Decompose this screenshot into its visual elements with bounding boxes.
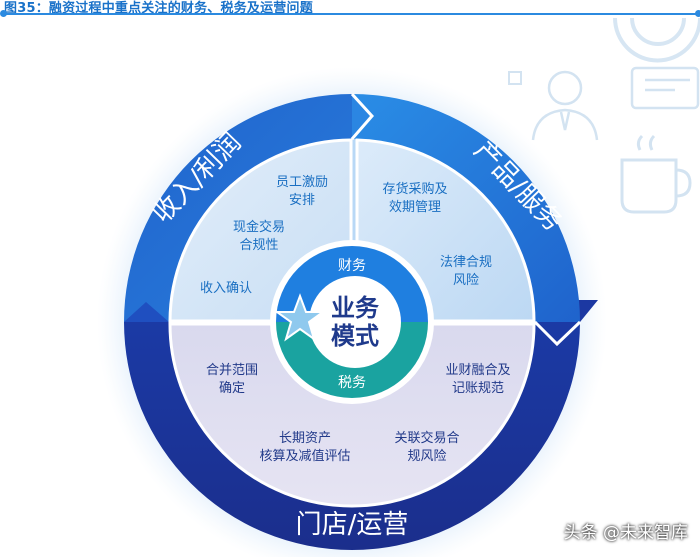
id-card-icon — [630, 66, 700, 110]
ring-segment-store — [124, 322, 580, 550]
income-item-recognition: 收入确认 — [200, 281, 252, 296]
product-item-inventory-l1: 存货采购及 — [382, 181, 447, 197]
income-item-cash-l2: 合规性 — [239, 238, 278, 253]
ops-item-consolidation-l2: 确定 — [219, 381, 245, 396]
quadrant-ops — [168, 322, 536, 508]
income-item-incentive-l2: 安排 — [289, 193, 315, 208]
center-label-line1: 业务 — [331, 294, 380, 322]
ops-item-bookkeeping-l1: 业财融合及 — [445, 363, 510, 378]
ring-arrow-product — [352, 94, 374, 139]
tax-label: 税务 — [338, 375, 366, 391]
ops-item-assets-l2: 核算及减值评估 — [259, 448, 350, 464]
outer-ring — [124, 92, 598, 550]
title-underline — [0, 10, 700, 17]
star-icon — [273, 293, 327, 342]
figure-title: 图35：融资过程中重点关注的财务、税务及运营问题 — [4, 1, 313, 16]
ring-segment-income — [124, 94, 352, 322]
watermark: 头条 @未来智库 — [563, 523, 688, 543]
ring-label-store: 门店/运营 — [296, 510, 409, 540]
ops-item-related-l2: 规风险 — [407, 449, 446, 464]
plate-icon — [613, 17, 700, 63]
center-hub — [270, 240, 434, 404]
income-item-cash-l1: 现金交易 — [233, 219, 285, 235]
ring-arrow-income — [124, 302, 169, 322]
ops-item-related-l1: 关联交易合 — [394, 430, 459, 446]
finance-label: 财务 — [338, 258, 366, 274]
ring-segment-product — [352, 94, 580, 322]
income-item-incentive-l1: 员工激励 — [276, 175, 328, 190]
person-icon — [531, 70, 599, 141]
center-label-line2: 模式 — [331, 322, 379, 350]
product-item-legal-l2: 风险 — [453, 273, 479, 288]
ops-item-assets-l1: 长期资产 — [279, 431, 331, 446]
coffee-cup-icon — [620, 134, 692, 214]
ops-item-consolidation-l1: 合并范围 — [206, 363, 258, 378]
ops-item-bookkeeping-l2: 记账规范 — [452, 381, 504, 396]
product-item-legal-l1: 法律合规 — [440, 255, 492, 270]
product-item-inventory-l2: 效期管理 — [389, 200, 441, 215]
